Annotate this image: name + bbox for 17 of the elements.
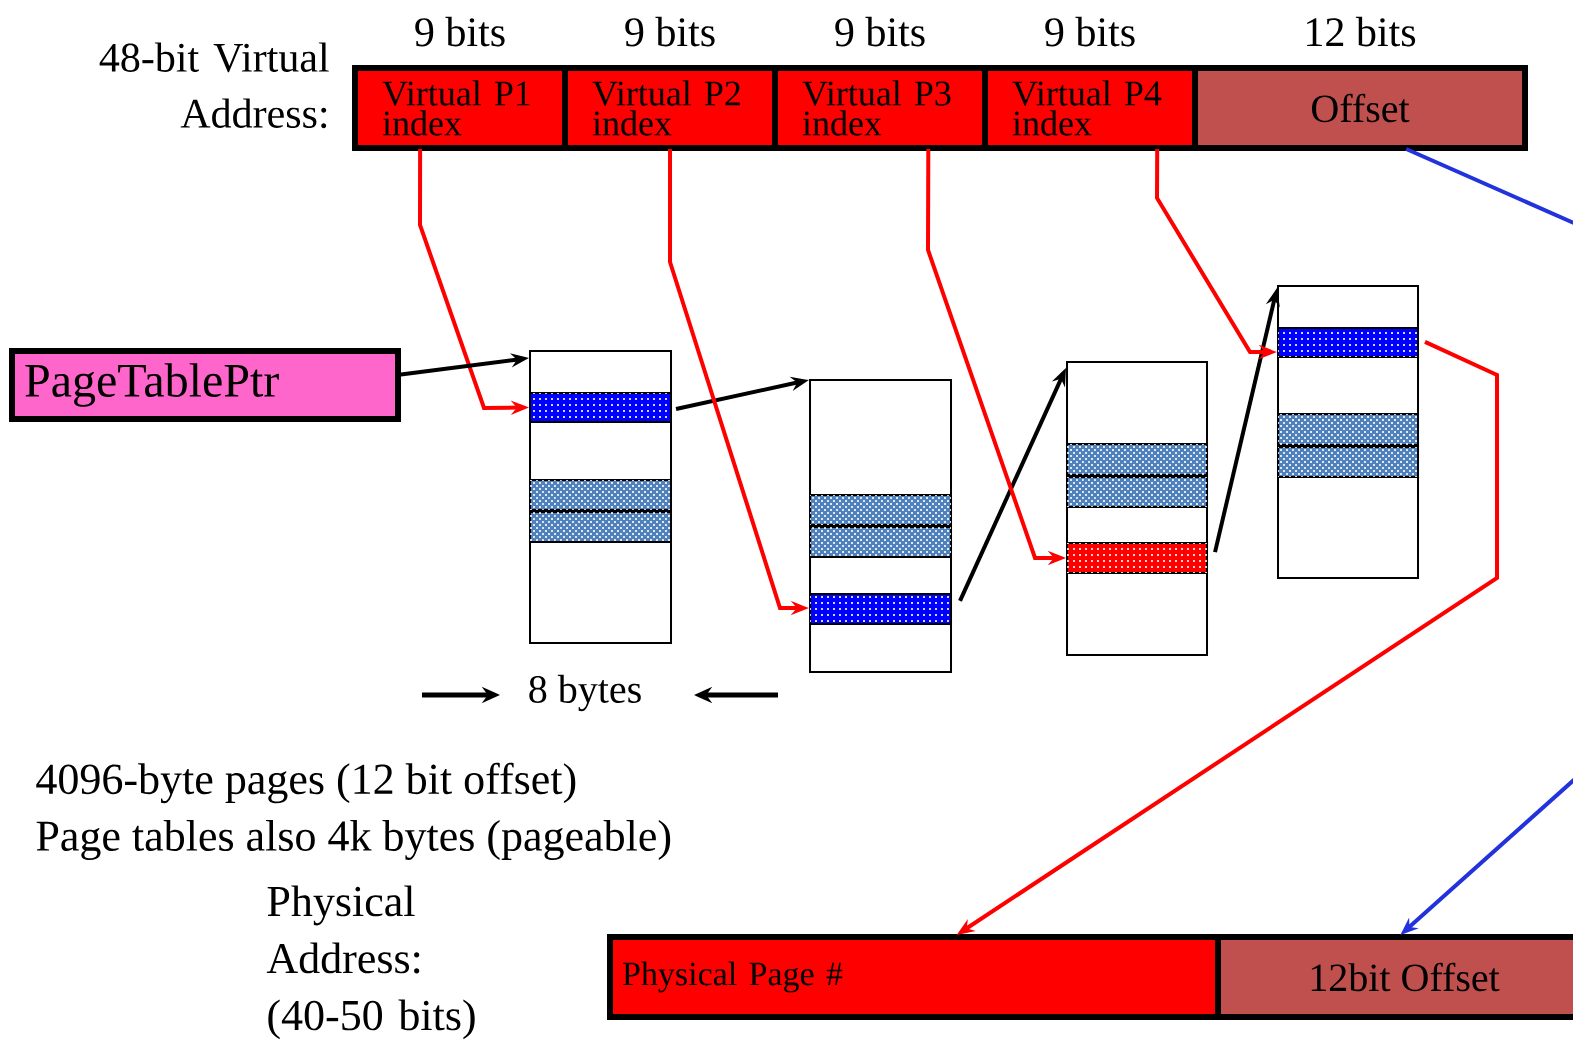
field-box: Virtual P1 index bbox=[352, 65, 568, 151]
page-number-box: Physical Page # bbox=[607, 934, 1221, 1020]
pointer-box: PageTablePtr bbox=[9, 348, 401, 422]
text-label: Page tables also 4k bytes (pageable) bbox=[36, 820, 671, 860]
bit-width-label: 12 bits bbox=[1307, 16, 1416, 47]
text-label: 4096-byte pages (12 bit offset) bbox=[36, 762, 576, 804]
text-label: Physical Address: (40-50 bits) bbox=[266, 885, 475, 1040]
bit-width-label: 9 bits bbox=[1045, 16, 1135, 47]
table-entry bbox=[529, 392, 672, 423]
bit-width-label: 9 bits bbox=[415, 16, 505, 47]
table-entry bbox=[809, 593, 952, 625]
table-entry bbox=[1277, 327, 1419, 358]
text-label: 8 bytes bbox=[529, 674, 641, 712]
bit-width-label: 9 bits bbox=[625, 16, 715, 47]
text-label: 48-bit Virtual Address: bbox=[99, 42, 329, 129]
bit-width-label: 9 bits bbox=[835, 16, 925, 47]
offset-field-box: 12bit Offset bbox=[1215, 934, 1573, 1020]
